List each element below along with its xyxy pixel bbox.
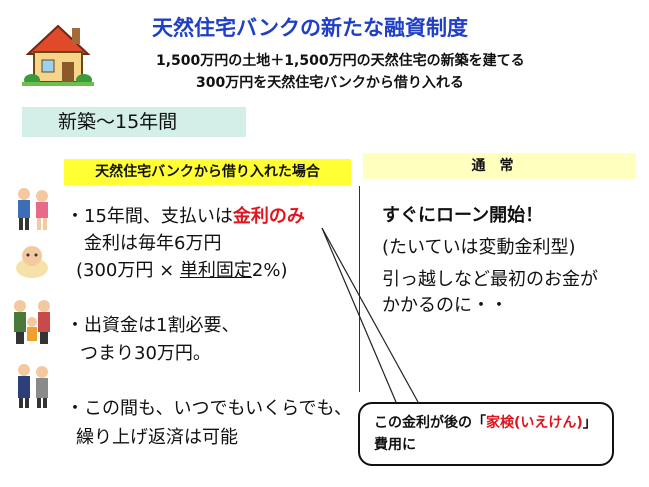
right-column-header: 通常 [363, 153, 636, 179]
left-bullet-3: ・この間も、いつでもいくらでも、 [66, 398, 353, 419]
baby-icon [16, 246, 48, 278]
left-bullet-2-line2: つまり30万円。 [80, 343, 211, 364]
subtitle-2: 300万円を天然住宅バンクから借り入れる [196, 75, 464, 91]
left-bullet-1: ・15年間、支払いは金利のみ [66, 206, 305, 227]
left-bullet-3-line2: 繰り上げ返済は可能 [76, 427, 238, 448]
right-line-4: かかるのに・・ [382, 295, 508, 316]
interest-only-emphasis: 金利のみ [232, 206, 305, 227]
right-line-3: 引っ越しなど最初のお金が [382, 269, 598, 290]
graduation-family-icon [18, 364, 48, 408]
family-icon [14, 300, 50, 344]
parents-icon [18, 188, 48, 230]
subtitle-1: 1,500万円の土地＋1,500万円の天然住宅の新築を建てる [156, 53, 525, 69]
right-line-1: すぐにローン開始！ [382, 205, 544, 226]
period-label: 新築～15年間 [22, 107, 246, 137]
house-icon [22, 24, 94, 86]
left-bullet-1-line3: (300万円 × 単利固定2%) [76, 260, 288, 281]
left-bullet-1-line2: 金利は毎年6万円 [84, 233, 222, 254]
callout-box: この金利が後の「家検(いえけん)」費用に [358, 402, 614, 466]
left-bullet-2: ・出資金は1割必要、 [66, 315, 240, 336]
left-column-header: 天然住宅バンクから借り入れた場合 [64, 159, 351, 185]
right-line-2: (たいていは変動金利型) [382, 237, 576, 258]
column-divider [359, 186, 360, 392]
page-title: 天然住宅バンクの新たな融資制度 [152, 16, 469, 40]
